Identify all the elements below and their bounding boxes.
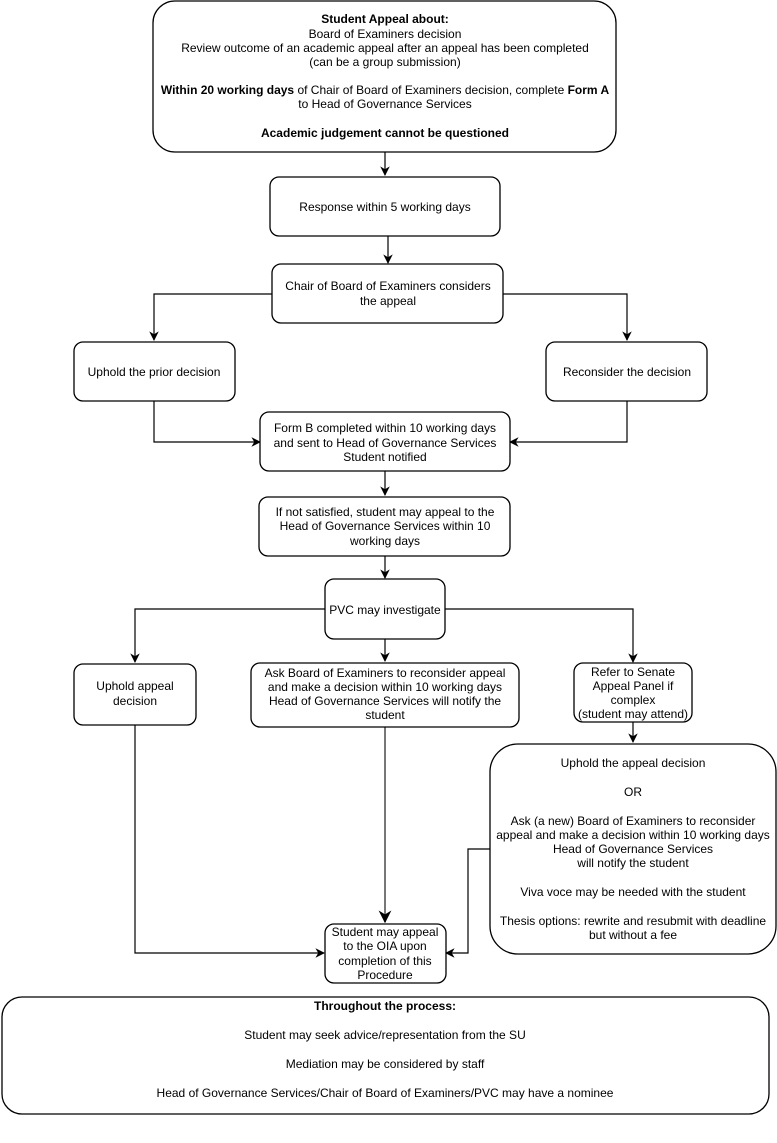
node-not-satisfied: If not satisfied, student may appeal to …	[258, 496, 511, 557]
node-box	[73, 663, 197, 726]
node-label: Student may seek advice/representation f…	[244, 1028, 525, 1042]
node-box	[324, 923, 447, 984]
start-line: (can be a group submission)	[309, 55, 460, 69]
arrow-uphold-prior-to-form-b	[153, 401, 261, 447]
node-label: Chair of Board of Examiners considers	[285, 279, 490, 293]
node-throughout-process: Throughout the process: Student may seek…	[1, 996, 770, 1115]
node-box	[489, 743, 777, 955]
node-box	[545, 341, 708, 402]
node-label: but without a fee	[589, 928, 677, 942]
node-box	[250, 662, 520, 728]
node-senate: Refer to Senate Appeal Panel if complex …	[573, 662, 693, 723]
node-student-appeal: Student Appeal about: Board of Examiners…	[152, 0, 617, 153]
node-box	[1, 996, 770, 1115]
node-label: Head of Governance Services/Chair of Boa…	[157, 1086, 614, 1100]
node-label: complex	[611, 693, 656, 707]
node-label: Reconsider the decision	[563, 365, 691, 379]
connectors	[130, 152, 638, 958]
node-label: Head of Governance Services within 10	[280, 519, 491, 533]
node-label: and sent to Head of Governance Services	[274, 436, 497, 450]
node-label: Appeal Panel if	[593, 679, 674, 693]
start-line: Review outcome of an academic appeal aft…	[181, 41, 589, 55]
node-label: working days	[349, 534, 420, 548]
node-uphold-appeal: Uphold appeal decision	[73, 663, 197, 726]
node-label: Ask Board of Examiners to reconsider app…	[265, 666, 506, 680]
node-pvc: PVC may investigate	[324, 578, 446, 640]
arrow-chair-to-reconsider	[503, 293, 632, 341]
start-line: Board of Examiners decision	[309, 27, 462, 41]
node-label: Head of Governance Services will notify …	[269, 694, 501, 708]
node-uphold-prior: Uphold the prior decision	[73, 341, 236, 402]
arrow-uphold-appeal-to-oia	[134, 725, 325, 958]
node-box	[271, 263, 504, 324]
node-label: Uphold the prior decision	[88, 365, 221, 379]
node-label: Procedure	[357, 968, 413, 982]
node-label: Head of Governance Services	[553, 842, 713, 856]
form-a-bold: Form A	[568, 83, 610, 97]
start-deadline-line: Within 20 working days of Chair of Board…	[161, 83, 610, 97]
arrow-outcome-to-oia	[445, 848, 490, 958]
node-reconsider: Reconsider the decision	[545, 341, 708, 402]
node-label: Student may appeal	[332, 925, 439, 939]
node-label: Ask (a new) Board of Examiners to recons…	[511, 814, 756, 828]
arrow-pvc-to-senate	[445, 608, 638, 663]
node-box	[73, 341, 236, 402]
node-label: Uphold appeal	[96, 679, 173, 693]
node-label: will notify the student	[576, 856, 689, 870]
node-box	[269, 176, 501, 237]
deadline-rest: of Chair of Board of Examiners decision,…	[294, 83, 567, 97]
node-label: Viva voce may be needed with the student	[520, 885, 746, 899]
node-label: to the OIA upon	[343, 939, 426, 953]
node-label: decision	[113, 694, 157, 708]
node-label: If not satisfied, student may appeal to …	[276, 505, 495, 519]
node-label: Form B completed within 10 working days	[274, 421, 496, 435]
node-label: Mediation may be considered by staff	[286, 1057, 485, 1071]
node-label: Thesis options: rewrite and resubmit wit…	[500, 914, 766, 928]
node-box	[259, 411, 511, 472]
node-label: (student may attend)	[578, 707, 688, 721]
node-label: and make a decision within 10 working da…	[268, 680, 502, 694]
node-chair-considers: Chair of Board of Examiners considers th…	[271, 263, 504, 324]
node-ask-boe: Ask Board of Examiners to reconsider app…	[250, 662, 520, 728]
node-box	[258, 496, 511, 557]
throughout-title: Throughout the process:	[314, 999, 456, 1013]
node-label: appeal and make a decision within 10 wor…	[496, 828, 770, 842]
node-label: Uphold the appeal decision	[561, 756, 706, 770]
start-heading: Student Appeal about:	[321, 12, 449, 26]
node-label: Refer to Senate	[591, 665, 675, 679]
node-label: student	[365, 708, 405, 722]
arrow-pvc-to-uphold-appeal	[130, 608, 325, 663]
node-label: PVC may investigate	[329, 603, 441, 617]
node-form-b: Form B completed within 10 working days …	[259, 411, 511, 472]
node-box	[324, 578, 446, 640]
node-label: OR	[624, 785, 642, 799]
node-label: completion of this	[338, 954, 431, 968]
node-label: the appeal	[360, 294, 416, 308]
arrow-reconsider-to-form-b	[509, 401, 628, 447]
arrow-chair-to-uphold-prior	[149, 293, 272, 341]
start-note: Academic judgement cannot be questioned	[261, 126, 509, 140]
start-line: to Head of Governance Services	[298, 97, 471, 111]
node-label: Student notified	[343, 450, 426, 464]
node-senate-outcome: Uphold the appeal decision OR Ask (a new…	[489, 743, 777, 955]
deadline-bold: Within 20 working days	[161, 83, 295, 97]
node-box	[152, 0, 617, 153]
node-oia: Student may appeal to the OIA upon compl…	[324, 923, 447, 984]
node-label: Response within 5 working days	[299, 200, 470, 214]
node-response: Response within 5 working days	[269, 176, 501, 237]
node-box	[573, 662, 693, 723]
